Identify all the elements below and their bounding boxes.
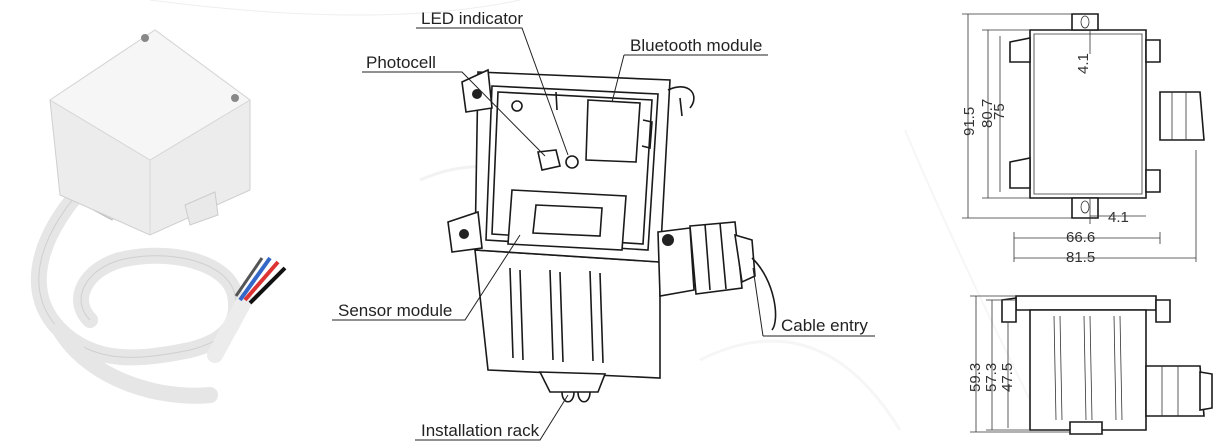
- side-body: [1029, 309, 1147, 431]
- screw: [231, 94, 239, 102]
- dim-front-total-height: 91.5: [961, 107, 978, 136]
- callout-leaders: [332, 27, 875, 441]
- lower-housing: [474, 249, 661, 379]
- sensor-module: [507, 189, 627, 251]
- photocell: [537, 149, 561, 171]
- label-led-indicator: LED indicator: [421, 9, 523, 28]
- housing-top: [49, 29, 251, 161]
- ear-top-right: [667, 86, 695, 117]
- dim-front-tab-top: 4.1: [1075, 53, 1092, 74]
- wire-black: [248, 266, 287, 305]
- front-view-dims: 91.5 80.7 75 4.1 4.1 66.6 81.5: [961, 53, 1129, 266]
- label-photocell: Photocell: [366, 53, 436, 72]
- label-installation-rack: Installation rack: [421, 421, 540, 440]
- side-gland: [1145, 365, 1205, 417]
- mount-tab: [184, 191, 219, 226]
- label-sensor-module: Sensor module: [338, 301, 452, 320]
- side-view-dims: 59.3 57.3 47.5: [967, 363, 1016, 392]
- lid-inner: [485, 85, 659, 251]
- side-view-drawing: [970, 295, 1213, 435]
- dim-front-total-width: 81.5: [1066, 249, 1095, 266]
- isometric-drawing: [447, 68, 777, 403]
- bottom-tab: [1071, 197, 1099, 219]
- screw: [141, 34, 149, 42]
- dim-side-body-height: 57.3: [983, 363, 1000, 392]
- front-body: [1029, 29, 1147, 199]
- product-photo: [30, 29, 287, 404]
- dim-side-total-height: 59.3: [967, 363, 984, 392]
- cable-sheath-end: [207, 292, 253, 363]
- top-tab: [1071, 13, 1099, 31]
- led-indicator: [565, 155, 579, 169]
- dim-front-inner-width: 66.6: [1066, 229, 1095, 246]
- dim-front-inner-height: 75: [991, 103, 1008, 120]
- dim-side-inner-height: 47.5: [999, 363, 1016, 392]
- label-cable-entry: Cable entry: [781, 316, 868, 335]
- side-lid: [1015, 295, 1157, 311]
- wire-blue: [238, 256, 272, 302]
- front-gland: [1159, 91, 1205, 141]
- callout-labels: LED indicator Photocell Bluetooth module…: [338, 9, 868, 440]
- front-view-drawing: [962, 13, 1205, 262]
- dim-front-body-height: 80.7: [979, 99, 996, 128]
- installation-rack: [538, 371, 607, 393]
- wire-red: [243, 260, 280, 302]
- label-bluetooth-module: Bluetooth module: [630, 36, 762, 55]
- dim-front-tab-bottom: 4.1: [1108, 209, 1129, 226]
- bluetooth-module: [585, 99, 641, 163]
